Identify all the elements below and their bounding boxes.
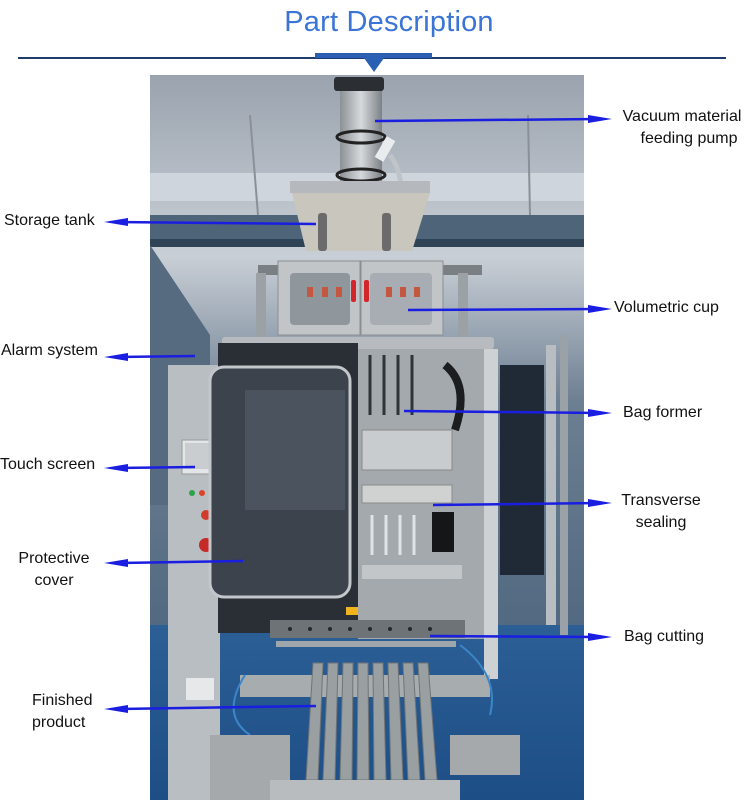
label-storage-tank: Storage tank [4,212,95,229]
label-transverse-sealing-line2: sealing [635,514,687,531]
machine-photo [150,75,584,800]
label-alarm-system: Alarm system [1,342,98,359]
label-vacuum-pump-line1: Vacuum material [622,108,742,125]
label-volumetric-cup: Volumetric cup [614,299,719,316]
label-protective-cover-line2: cover [34,572,74,589]
label-finished-product-line2: product [32,714,86,731]
title-pointer-triangle [364,58,384,72]
page-title: Part Description [284,6,494,38]
label-protective-cover-line1: Protective [18,550,90,567]
label-transverse-sealing: Transverse sealing [606,490,716,534]
label-vacuum-pump-line2: feeding pump [640,130,738,147]
title-divider-accent [315,53,432,58]
label-transverse-sealing-line1: Transverse [621,492,701,509]
label-protective-cover: Protective cover [4,548,104,592]
label-finished-product-line1: Finished [32,692,93,709]
label-bag-cutting: Bag cutting [624,628,705,645]
label-vacuum-pump: Vacuum material feeding pump [612,106,750,150]
label-bag-former: Bag former [623,404,703,421]
label-touch-screen: Touch screen [0,456,96,473]
label-finished-product: Finished product [32,690,92,734]
